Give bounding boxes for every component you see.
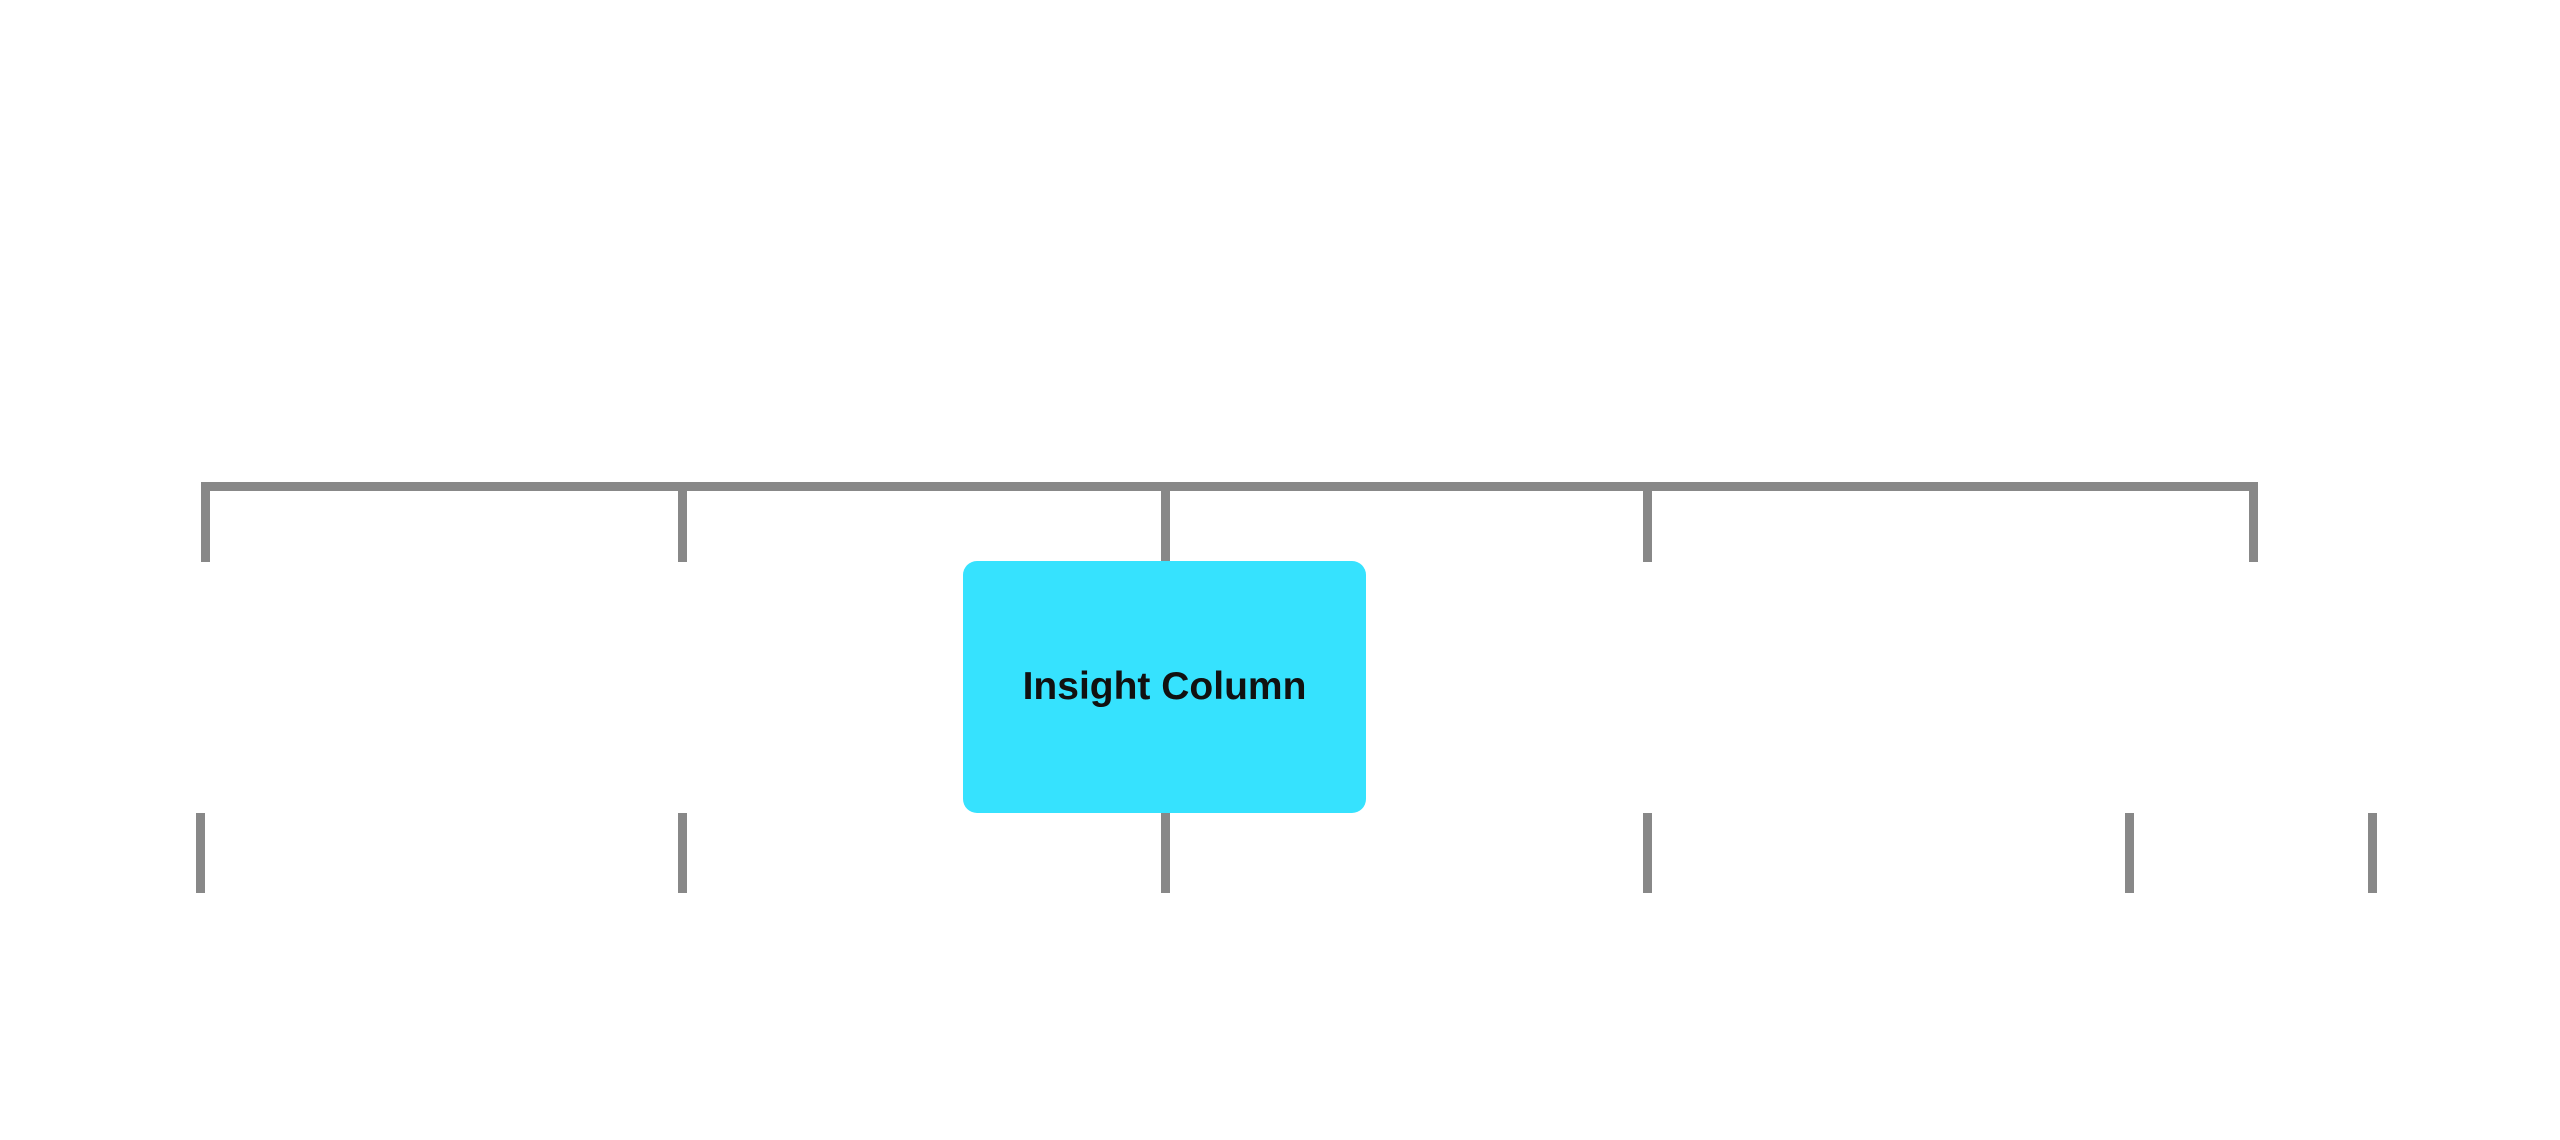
- lower-branch-line: [1643, 813, 1652, 893]
- upper-branch-line: [1161, 482, 1170, 562]
- insight-column-node[interactable]: Insight Column: [963, 561, 1366, 813]
- upper-branch-line: [2249, 482, 2258, 562]
- node-label: Insight Column: [1022, 665, 1307, 708]
- lower-branch-line: [196, 813, 205, 893]
- lower-branch-line: [2125, 813, 2134, 893]
- upper-branch-line: [678, 482, 687, 562]
- lower-branch-line: [678, 813, 687, 893]
- lower-branch-line: [1161, 813, 1170, 893]
- upper-connector-bar: [201, 482, 2258, 491]
- lower-branch-line: [2368, 813, 2377, 893]
- upper-branch-line: [1643, 482, 1652, 562]
- upper-branch-line: [201, 482, 210, 562]
